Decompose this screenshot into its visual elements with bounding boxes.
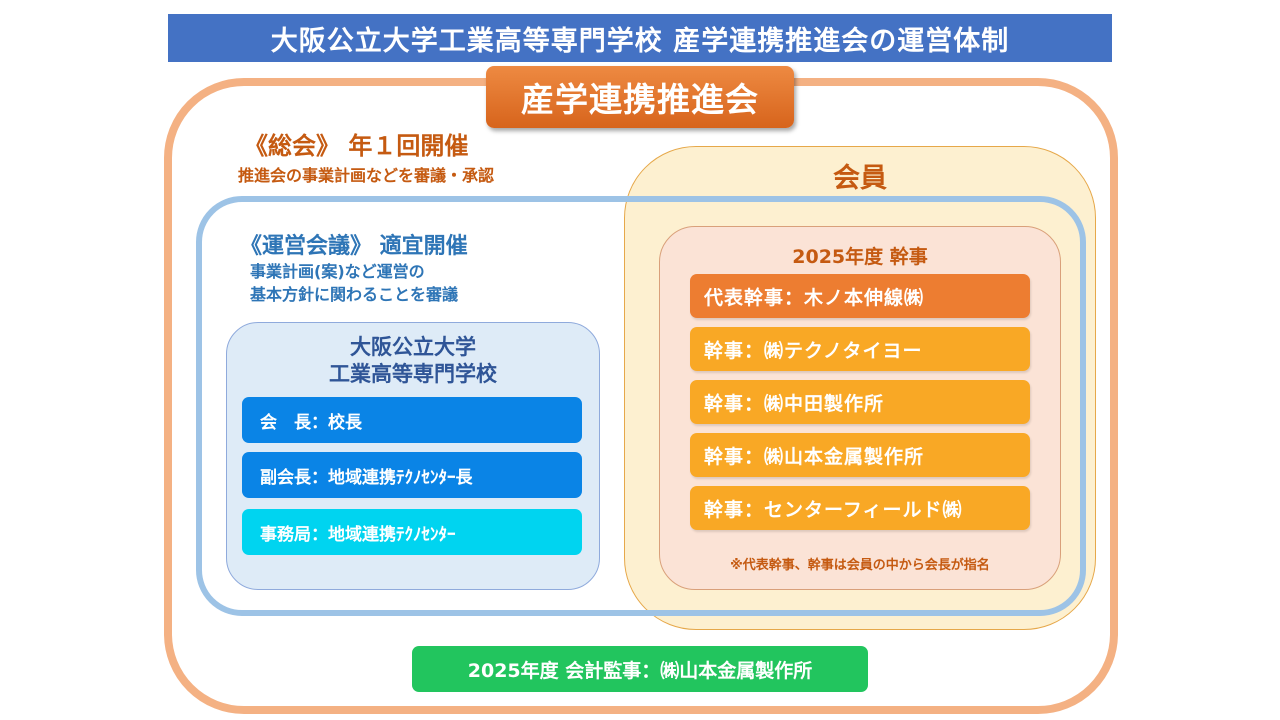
officer-item: 幹事：㈱テクノタイヨー bbox=[690, 327, 1030, 371]
school-name-line: 工業高等専門学校 bbox=[329, 362, 497, 386]
school-name: 大阪公立大学 工業高等専門学校 bbox=[226, 334, 600, 388]
officer-representative: 代表幹事：木ノ本伸線㈱ bbox=[690, 274, 1030, 318]
role-vice-president: 副会長：地域連携ﾃｸﾉｾﾝﾀｰ長 bbox=[242, 452, 582, 498]
school-name-line: 大阪公立大学 bbox=[350, 335, 476, 359]
officer-item: 幹事：センターフィールド㈱ bbox=[690, 486, 1030, 530]
general-meeting-description: 推進会の事業計画などを審議・承認 bbox=[238, 166, 495, 185]
description-line: 事業計画(案)など運営の bbox=[250, 262, 425, 281]
members-title: 会員 bbox=[833, 163, 887, 194]
council-name-badge: 産学連携推進会 bbox=[486, 66, 794, 128]
operating-committee-frame bbox=[196, 196, 1086, 616]
operating-committee-title: 《運営会議》 適宜開催 bbox=[240, 234, 468, 259]
page-title: 大阪公立大学工業高等専門学校 産学連携推進会の運営体制 bbox=[168, 14, 1112, 62]
officer-item: 幹事：㈱山本金属製作所 bbox=[690, 433, 1030, 477]
officers-note: ※代表幹事、幹事は会員の中から会長が指名 bbox=[730, 558, 990, 573]
role-president: 会 長：校長 bbox=[242, 397, 582, 443]
operating-committee-description: 事業計画(案)など運営の 基本方針に関わることを審議 bbox=[250, 260, 458, 306]
officer-item: 幹事：㈱中田製作所 bbox=[690, 380, 1030, 424]
officers-title: 2025年度 幹事 bbox=[792, 246, 928, 268]
description-line: 基本方針に関わることを審議 bbox=[250, 285, 459, 304]
role-secretariat: 事務局：地域連携ﾃｸﾉｾﾝﾀｰ bbox=[242, 509, 582, 555]
general-meeting-title: 《総会》 年１回開催 bbox=[244, 132, 469, 160]
auditor-badge: 2025年度 会計監事：㈱山本金属製作所 bbox=[412, 646, 868, 692]
